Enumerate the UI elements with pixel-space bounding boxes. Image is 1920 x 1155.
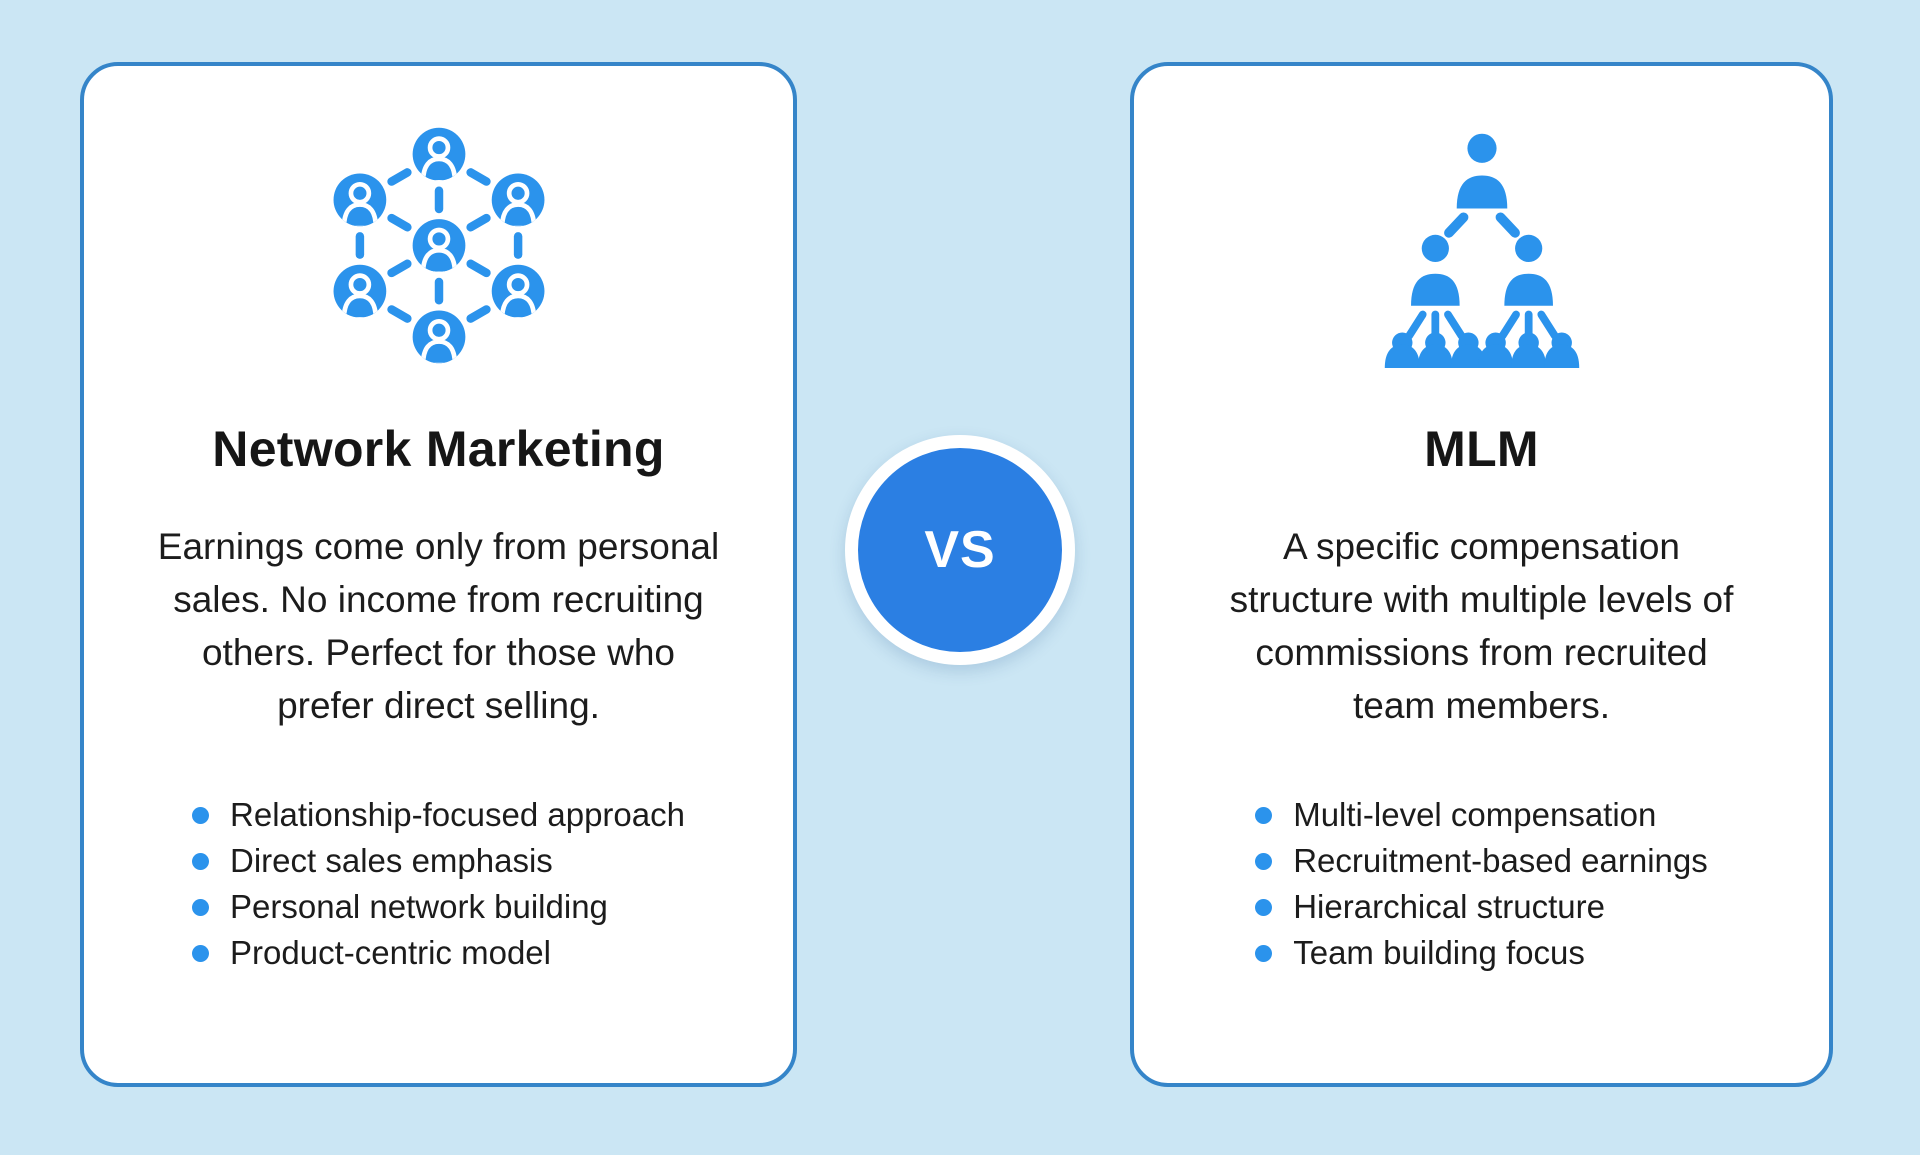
list-item-label: Recruitment-based earnings (1293, 842, 1708, 879)
card-title: Network Marketing (212, 421, 665, 477)
description-line: commissions from recruited (1255, 632, 1708, 673)
list-item: Relationship-focused approach (192, 792, 685, 838)
bullet-icon (1255, 806, 1273, 824)
network-icon (84, 120, 793, 370)
list-item: Team building focus (1255, 930, 1708, 976)
feature-list: Relationship-focused approach Direct sal… (192, 792, 685, 976)
list-item: Personal network building (192, 884, 685, 930)
description-line: Earnings come only from personal (157, 526, 720, 567)
bullet-icon (192, 806, 210, 824)
bullet-icon (1255, 944, 1273, 962)
list-item: Multi-level compensation (1255, 792, 1708, 838)
vs-badge: VS (845, 435, 1075, 665)
bullet-icon (192, 898, 210, 916)
hierarchy-icon (1134, 120, 1829, 370)
mlm-card: MLM A specific compensation structure wi… (1130, 62, 1833, 1087)
bullet-icon (1255, 852, 1273, 870)
bullet-icon (192, 944, 210, 962)
hierarchy-icon-svg (1384, 133, 1579, 368)
list-item-label: Personal network building (230, 888, 608, 925)
list-item: Product-centric model (192, 930, 685, 976)
description-line: prefer direct selling. (277, 685, 600, 726)
vs-label: VS (924, 521, 996, 579)
description-line: A specific compensation (1283, 526, 1680, 567)
description-line: others. Perfect for those who (201, 632, 675, 673)
list-item-label: Direct sales emphasis (230, 842, 553, 879)
list-item-label: Relationship-focused approach (230, 796, 685, 833)
list-item: Recruitment-based earnings (1255, 838, 1708, 884)
bullet-icon (192, 852, 210, 870)
card-title: MLM (1424, 421, 1539, 477)
list-item-label: Hierarchical structure (1293, 888, 1605, 925)
list-item-label: Team building focus (1293, 934, 1585, 971)
description-line: sales. No income from recruiting (173, 579, 704, 620)
description-line: structure with multiple levels of (1229, 579, 1734, 620)
card-description: Earnings come only from personal sales. … (84, 520, 793, 732)
network-icon-svg (326, 123, 552, 368)
card-description: A specific compensation structure with m… (1134, 520, 1829, 732)
bullet-icon (1255, 898, 1273, 916)
list-item: Direct sales emphasis (192, 838, 685, 884)
list-item-label: Multi-level compensation (1293, 796, 1657, 833)
description-line: team members. (1352, 685, 1610, 726)
network-marketing-card: Network Marketing Earnings come only fro… (80, 62, 797, 1087)
feature-list: Multi-level compensation Recruitment-bas… (1255, 792, 1708, 976)
list-item: Hierarchical structure (1255, 884, 1708, 930)
list-item-label: Product-centric model (230, 934, 551, 971)
